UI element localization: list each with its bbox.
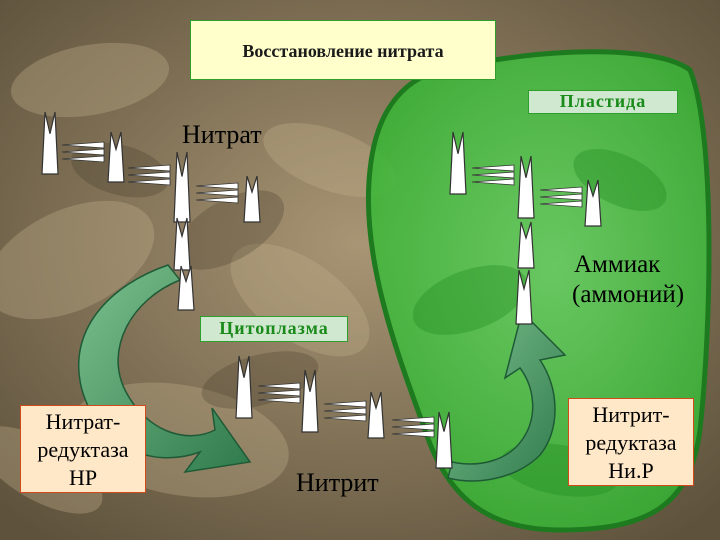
nitrate-reductase-line2: редуктаза (37, 437, 129, 462)
nitrite-label: Нитрит (296, 468, 379, 497)
ammonia-label-line2: (аммоний) (572, 281, 685, 308)
bond-symbol (471, 164, 515, 186)
nitrite-reductase-line3: Ни.Р (608, 458, 654, 483)
nitrate-reductase-line1: Нитрат- (45, 409, 121, 434)
cytoplasm-label-box: Цитоплазма (200, 316, 348, 342)
bond-symbol (195, 182, 239, 204)
spike-symbol (517, 155, 535, 219)
ammonia-label-line1: Аммиак (574, 251, 661, 278)
spike-symbol (435, 411, 453, 469)
spike-symbol (173, 217, 191, 271)
spike-symbol (41, 111, 59, 175)
nitrate-reductase-box: Нитрат- редуктаза НР (20, 405, 146, 493)
spike-symbol (301, 369, 319, 433)
bond-symbol (257, 382, 301, 404)
nitrate-reductase-line3: НР (68, 465, 98, 490)
nitrite-reductase-line2: редуктаза (585, 430, 677, 455)
spike-symbol (517, 221, 535, 269)
spike-symbol (515, 269, 533, 325)
cytoplasm-label: Цитоплазма (219, 318, 329, 338)
spike-symbol (584, 179, 602, 227)
bond-symbol (323, 400, 367, 422)
spike-symbol (367, 391, 385, 439)
nitrite-reductase-box: Нитрит- редуктаза Ни.Р (568, 398, 694, 486)
spike-symbol (235, 355, 253, 419)
nitrate-label: Нитрат (182, 120, 262, 149)
plastid-label-box: Пластида (528, 90, 678, 114)
spike-symbol (243, 175, 261, 223)
bond-symbol (61, 141, 105, 163)
spike-symbol (177, 265, 195, 311)
ammonia-label: Аммиак (аммоний) (572, 250, 684, 310)
spike-symbol (449, 131, 467, 195)
nitrite-reductase-line1: Нитрит- (592, 402, 670, 427)
title-box: Восстановление нитрата (190, 20, 496, 80)
bond-symbol (539, 186, 583, 208)
title-text: Восстановление нитрата (242, 41, 444, 61)
spike-symbol (107, 131, 125, 183)
bond-symbol (391, 416, 435, 438)
plastid-label: Пластида (559, 91, 647, 111)
bond-symbol (127, 164, 171, 186)
